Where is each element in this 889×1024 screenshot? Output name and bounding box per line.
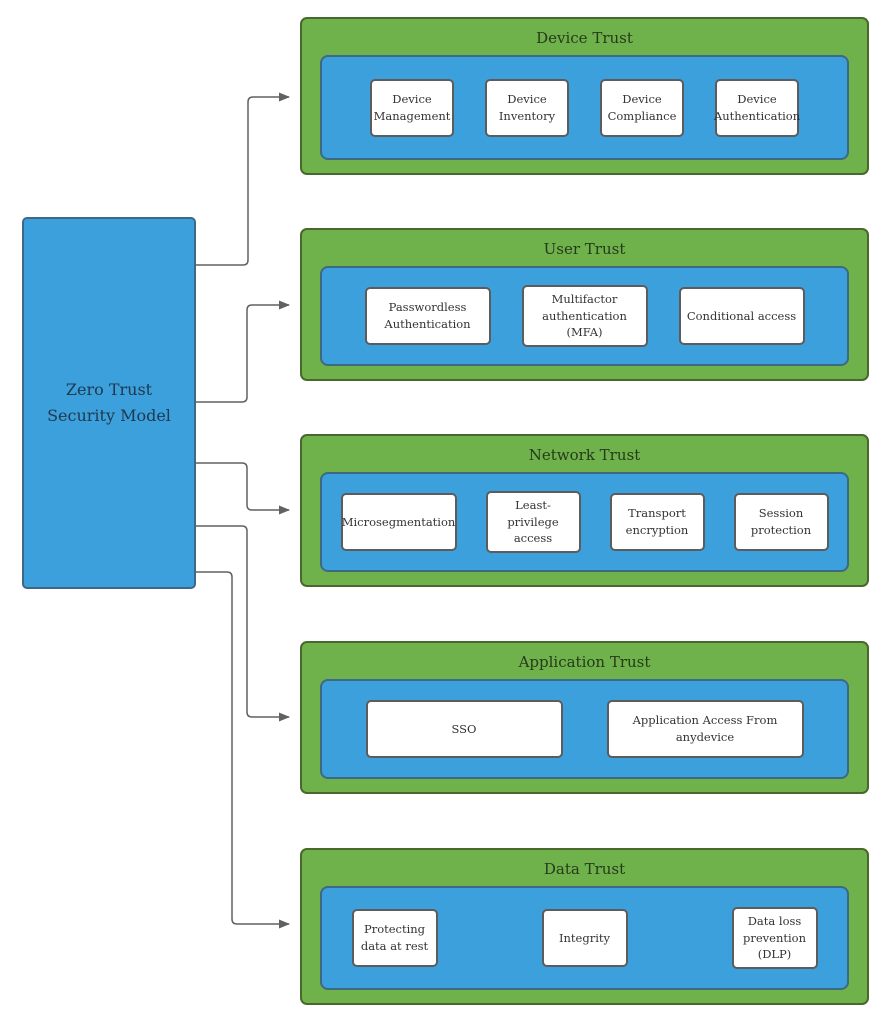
card-transport-encryption: Transport encryption <box>609 493 705 551</box>
card-label: Integrity <box>558 930 611 945</box>
card-label: Session protection <box>750 506 812 537</box>
card-device-management: Device Management <box>370 78 454 137</box>
card-label: Microsegmentation <box>341 514 456 529</box>
section-tray: Protecting data at rest Integrity Data l… <box>320 886 849 990</box>
card-device-authentication: Device Authentication <box>713 78 801 137</box>
connector-device-trust <box>196 92 290 266</box>
card-protecting-data-at-rest: Protecting data at rest <box>351 909 438 967</box>
card-application-access: Application Access From anydevice <box>606 700 804 758</box>
card-label: Transport encryption <box>625 506 689 537</box>
connector-data-trust <box>196 571 290 929</box>
root-node-label: Zero Trust Security Model <box>47 379 171 425</box>
card-session-protection: Session protection <box>733 493 829 551</box>
section-tray: Device Management Device Inventory Devic… <box>320 55 849 160</box>
card-label: Device Compliance <box>607 91 677 123</box>
section-title: Network Trust <box>528 446 641 464</box>
section-tray: Microsegmentation Least-privilege access… <box>320 472 849 572</box>
card-label: Conditional access <box>686 308 797 323</box>
card-passwordless-authentication: Passwordless Authentication <box>364 287 491 345</box>
card-label: Application Access From anydevice <box>632 713 778 744</box>
connector-application-trust <box>196 525 290 722</box>
card-label: Device Inventory <box>498 91 556 123</box>
card-label: Data loss prevention (DLP) <box>742 913 806 962</box>
section-application-trust: Application Trust SSO Application Access… <box>300 641 869 794</box>
card-conditional-access: Conditional access <box>678 287 805 345</box>
card-label: Passwordless Authentication <box>384 300 471 331</box>
card-sso: SSO <box>365 700 563 758</box>
section-tray: SSO Application Access From anydevice <box>320 679 849 779</box>
card-microsegmentation: Microsegmentation <box>340 493 457 551</box>
root-node-zero-trust: Zero Trust Security Model <box>22 217 196 589</box>
card-device-compliance: Device Compliance <box>600 78 684 137</box>
connector-network-trust <box>196 462 290 515</box>
card-label: Device Management <box>373 91 451 123</box>
section-user-trust: User Trust Passwordless Authentication M… <box>300 228 869 381</box>
section-data-trust: Data Trust Protecting data at rest Integ… <box>300 848 869 1005</box>
card-device-inventory: Device Inventory <box>485 78 569 137</box>
card-multifactor-authentication: Multifactor authentication (MFA) <box>521 284 648 347</box>
section-title: Device Trust <box>536 29 633 47</box>
card-label: SSO <box>451 721 477 736</box>
section-title: Application Trust <box>518 653 651 671</box>
card-integrity: Integrity <box>541 909 628 967</box>
section-title: Data Trust <box>543 860 626 878</box>
section-title: User Trust <box>543 240 626 258</box>
card-data-loss-prevention: Data loss prevention (DLP) <box>731 906 818 969</box>
card-label: Multifactor authentication (MFA) <box>542 291 627 340</box>
card-label: Device Authentication <box>713 91 801 123</box>
section-device-trust: Device Trust Device Management Device In… <box>300 17 869 175</box>
section-network-trust: Network Trust Microsegmentation Least-pr… <box>300 434 869 587</box>
connector-user-trust <box>196 300 290 403</box>
section-tray: Passwordless Authentication Multifactor … <box>320 266 849 366</box>
card-label: Protecting data at rest <box>360 922 429 953</box>
card-least-privilege-access: Least-privilege access <box>485 490 581 553</box>
card-label: Least-privilege access <box>507 497 559 546</box>
